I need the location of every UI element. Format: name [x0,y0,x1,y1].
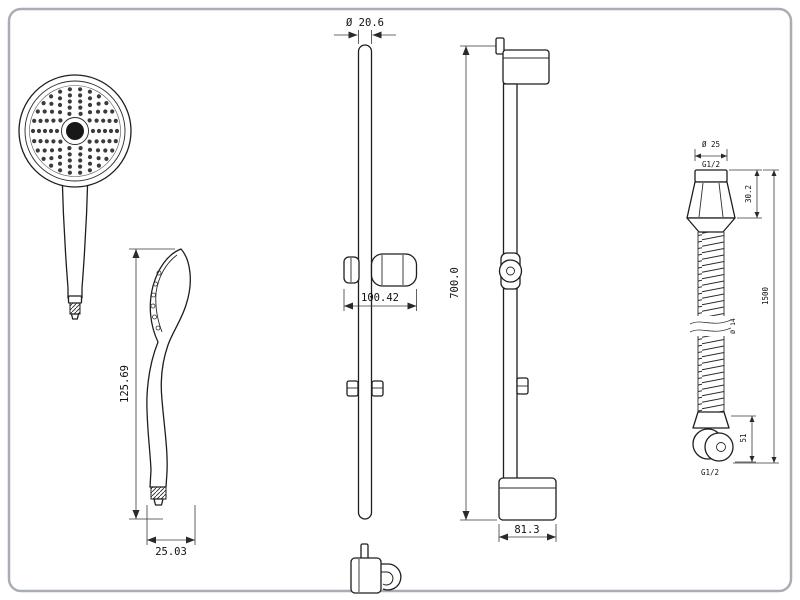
mode-button [66,122,84,140]
top-hook-pin [495,37,505,55]
bracket-body [350,557,382,594]
slide-rail [357,44,373,520]
hose-break-lines [689,319,732,333]
dim-bar-diameter: Ø 20.6 [346,17,384,29]
dim-foot-width: 81.3 [514,524,539,536]
hose-bottom-flare [692,411,730,429]
dim-hose-top-diameter: Ø 25 [702,140,720,149]
dim-hose-nut-height: 51 [739,433,748,442]
slider-knob [498,259,523,283]
dim-hose-cone-height: 30.2 [744,185,753,203]
slider-holder [370,253,418,287]
slidebar-side-view: 700.0 81.3 [449,37,557,542]
dim-bar-length: 700.0 [449,267,461,299]
slider-left-knob [343,256,360,284]
nozzle-dots-pattern [30,87,120,175]
hose-view: Ø 25 G1/2 30.2 1500 Ø 14 G1/2 51 [686,140,779,477]
side-nozzle-dots [150,270,162,331]
drawing-border [7,7,793,593]
hose-corrugation-lower [698,336,724,412]
handle-inlet-ribbed [69,302,81,315]
hose-corrugation-upper [698,232,724,316]
wall-clamp-right [371,380,384,397]
dim-hose-tube-diameter: Ø 14 [729,318,737,334]
dim-hose-length: 1500 [761,286,770,305]
hose-top-cone [686,181,736,219]
dim-handshower-height: 125.69 [119,365,131,403]
dim-handshower-width: 25.03 [155,546,187,558]
handle-end-cap [150,486,167,500]
handshower-side-view: 125.69 25.03 [119,248,196,558]
hose-top-nut [694,169,728,183]
slidebar-front-view: Ø 20.6 100.42 [334,17,418,520]
label-hose-bottom-thread: G1/2 [701,468,719,477]
bracket-hook-outer [381,563,402,591]
wall-clamp-left [346,380,359,397]
handshower-front-view [18,74,132,320]
bottom-foot [498,477,557,521]
dim-holder-length: 100.42 [361,292,399,304]
wall-bracket-detail-view [350,543,402,594]
bracket-hook-inner [381,571,394,586]
top-bracket [502,49,550,85]
label-hose-top-thread: G1/2 [702,160,720,169]
